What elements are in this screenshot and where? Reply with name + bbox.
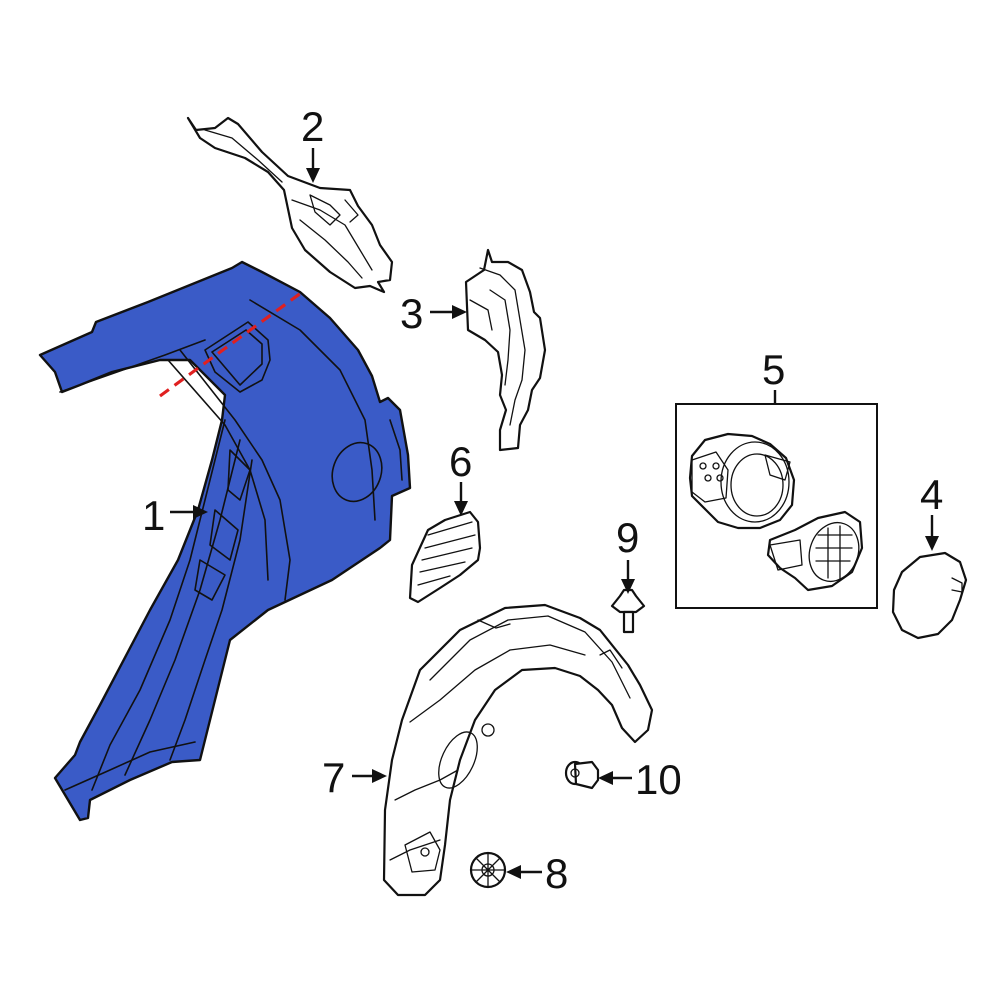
callout-10-arrow bbox=[598, 771, 632, 785]
callout-9-label: 9 bbox=[616, 514, 639, 561]
callout-4-arrow bbox=[925, 515, 939, 551]
callout-6-arrow bbox=[454, 482, 468, 516]
callout-6-label: 6 bbox=[449, 438, 472, 485]
upper-inner-reinforcement[interactable] bbox=[186, 116, 394, 294]
callout-3-label: 3 bbox=[400, 290, 423, 337]
plug[interactable] bbox=[469, 851, 507, 889]
cut-line bbox=[159, 288, 306, 398]
fuel-door[interactable] bbox=[891, 551, 968, 640]
quarter-panel[interactable] bbox=[38, 260, 412, 822]
callout-7-arrow bbox=[352, 769, 387, 783]
callout-5-label: 5 bbox=[762, 346, 785, 393]
wheel-well-liner[interactable] bbox=[382, 603, 654, 897]
callout-8-label: 8 bbox=[545, 850, 568, 897]
callout-9-arrow bbox=[621, 560, 635, 594]
push-clip[interactable] bbox=[610, 588, 646, 634]
fuel-filler-housing-assembly[interactable] bbox=[675, 403, 878, 609]
callout-4-label: 4 bbox=[920, 471, 943, 518]
callout-2-arrow bbox=[306, 148, 320, 183]
callout-2-label: 2 bbox=[301, 103, 324, 150]
callout-10-label: 10 bbox=[635, 756, 682, 803]
rivet-fastener[interactable] bbox=[564, 760, 600, 790]
callout-8-arrow bbox=[506, 865, 542, 879]
callout-1-label: 1 bbox=[142, 492, 165, 539]
callout-1-arrow bbox=[170, 505, 208, 519]
callout-3-arrow bbox=[430, 305, 467, 319]
inner-panel-bracket[interactable] bbox=[464, 248, 547, 452]
pressure-vent[interactable] bbox=[408, 510, 482, 604]
callout-7-label: 7 bbox=[322, 754, 345, 801]
